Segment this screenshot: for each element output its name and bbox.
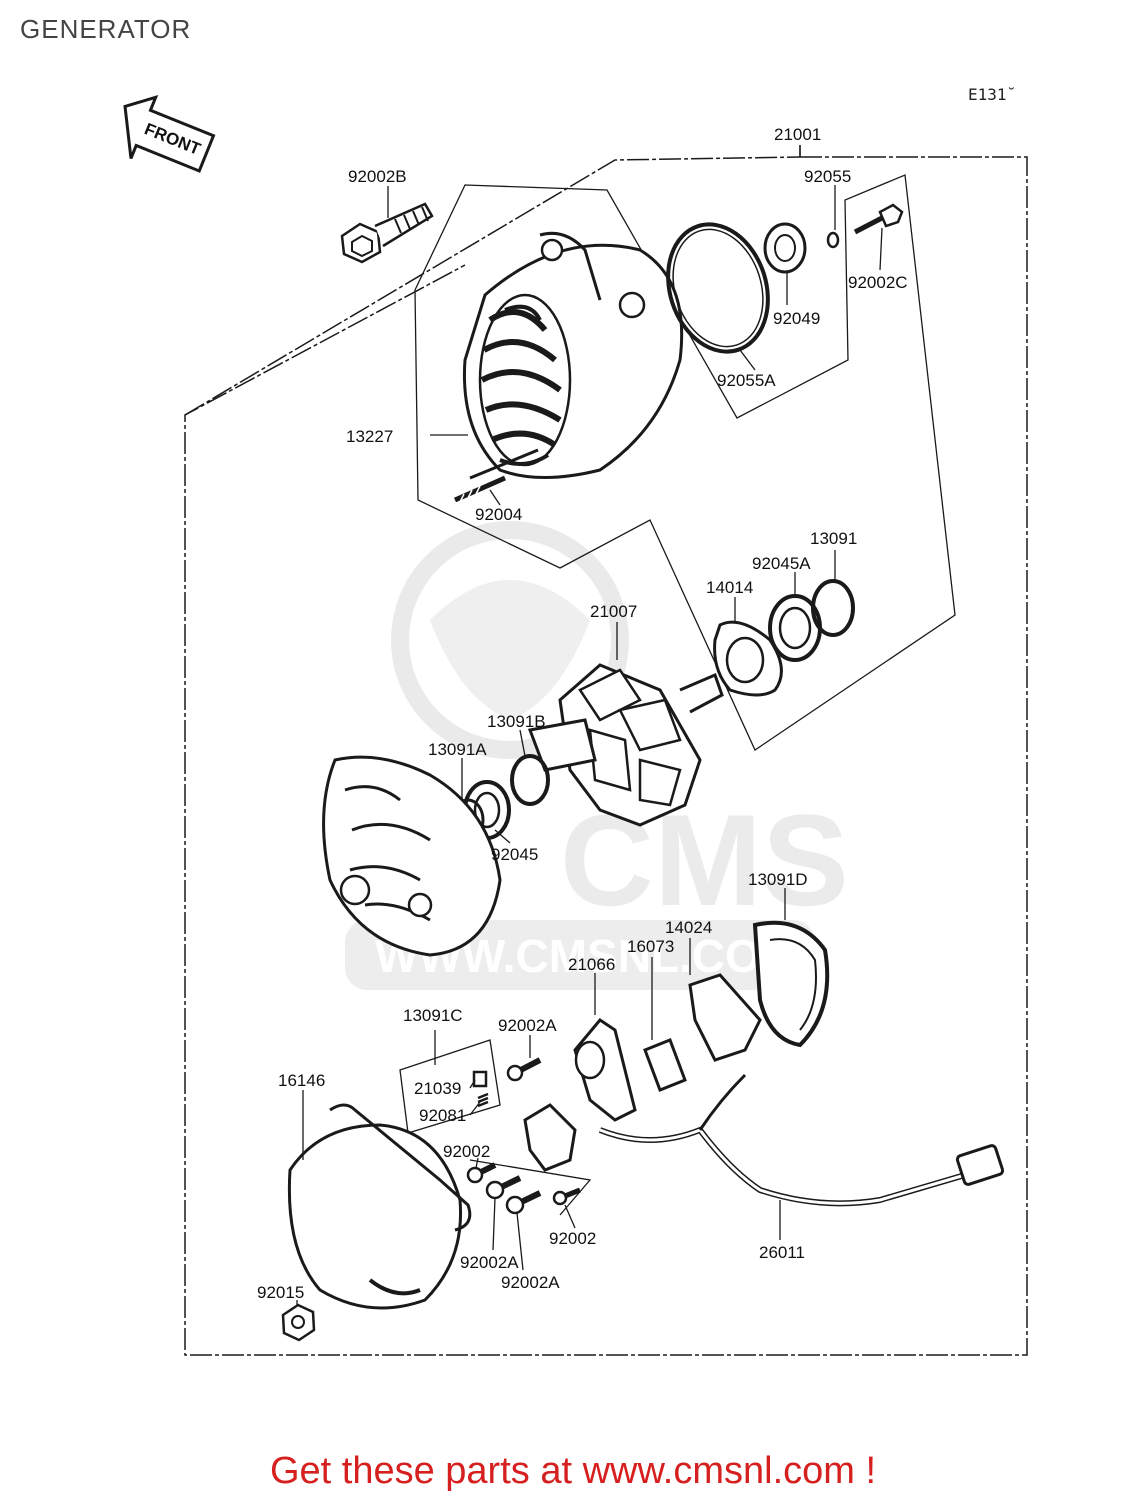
label-92081: 92081 [419, 1106, 466, 1125]
label-92015: 92015 [257, 1283, 304, 1302]
label-92002c: 92002C [848, 273, 908, 292]
label-14024: 14024 [665, 918, 712, 937]
screw-92002-left [466, 1162, 497, 1184]
brush-21039 [472, 1070, 488, 1088]
lead-wire-26011 [598, 1073, 1005, 1207]
promo-link[interactable]: Get these parts at www.cmsnl.com ! [269, 1450, 877, 1492]
o-ring-92055a [666, 222, 770, 354]
label-13091: 13091 [810, 529, 857, 548]
label-13091d: 13091D [748, 870, 808, 889]
bolt-92002b [340, 202, 434, 264]
spring-92081 [477, 1092, 489, 1108]
regulator-14024 [688, 973, 762, 1062]
assembly-border [184, 156, 1028, 1356]
stator-housing-13227 [453, 231, 684, 503]
label-92049: 92049 [773, 309, 820, 328]
brush-spring-box [399, 1039, 501, 1134]
rotor-21007 [527, 663, 724, 827]
label-16073: 16073 [627, 937, 674, 956]
label-13091b: 13091B [487, 712, 546, 731]
bearing-92049 [763, 222, 807, 274]
label-92002a-top: 92002A [498, 1016, 557, 1035]
screw-92002-right [552, 1187, 581, 1206]
label-92002a-bottom: 92002A [501, 1273, 560, 1292]
ring-13091 [811, 579, 855, 637]
label-92002a-mid: 92002A [460, 1253, 519, 1272]
bolt-92002c [853, 203, 904, 235]
stator-subassembly-box [414, 174, 956, 751]
front-arrow-icon: FRONT [123, 94, 216, 173]
screw-92002a-top [506, 1057, 542, 1082]
watermark-logo: CMS WWW.CMSNL.CO [345, 521, 849, 990]
nut-92015 [281, 1303, 316, 1342]
brush-holder-21066 [573, 1018, 637, 1122]
leader-lines [296, 145, 883, 1306]
page-title: GENERATOR [20, 14, 192, 44]
label-13091c: 13091C [403, 1006, 463, 1025]
screw-92002a-mid [485, 1175, 522, 1200]
label-21066: 21066 [568, 955, 615, 974]
brush-16073 [643, 1038, 687, 1092]
label-92055: 92055 [804, 167, 851, 186]
rear-housing [322, 755, 502, 957]
label-92055a: 92055A [717, 371, 776, 390]
label-92002-left: 92002 [443, 1142, 490, 1161]
screw-92002a-bottom [505, 1190, 542, 1215]
part-labels: 21001 92002B 92055 92002C 92049 92055A 1… [257, 125, 908, 1302]
label-14014: 14014 [706, 578, 753, 597]
cover-13091d [752, 920, 830, 1048]
label-16146: 16146 [278, 1071, 325, 1090]
cover-16146 [287, 1103, 472, 1310]
label-92002-right: 92002 [549, 1229, 596, 1248]
bearing-plate-14014 [713, 620, 783, 697]
label-21039: 21039 [414, 1079, 461, 1098]
label-92002b: 92002B [348, 167, 407, 186]
label-21007: 21007 [590, 602, 637, 621]
label-92004: 92004 [475, 505, 522, 524]
label-92045: 92045 [491, 845, 538, 864]
label-26011: 26011 [759, 1243, 805, 1262]
label-13227: 13227 [346, 427, 393, 446]
label-92045a: 92045A [752, 554, 811, 573]
ring-13091b [510, 754, 550, 806]
diagram-code: E131̆ [968, 85, 1015, 104]
o-ring-92055 [826, 231, 840, 249]
label-21001: 21001 [774, 125, 821, 144]
label-13091a: 13091A [428, 740, 487, 759]
holder-plate [523, 1103, 577, 1172]
generator-exploded-diagram: CMS WWW.CMSNL.CO E131̆ FRONT [123, 85, 1028, 1356]
